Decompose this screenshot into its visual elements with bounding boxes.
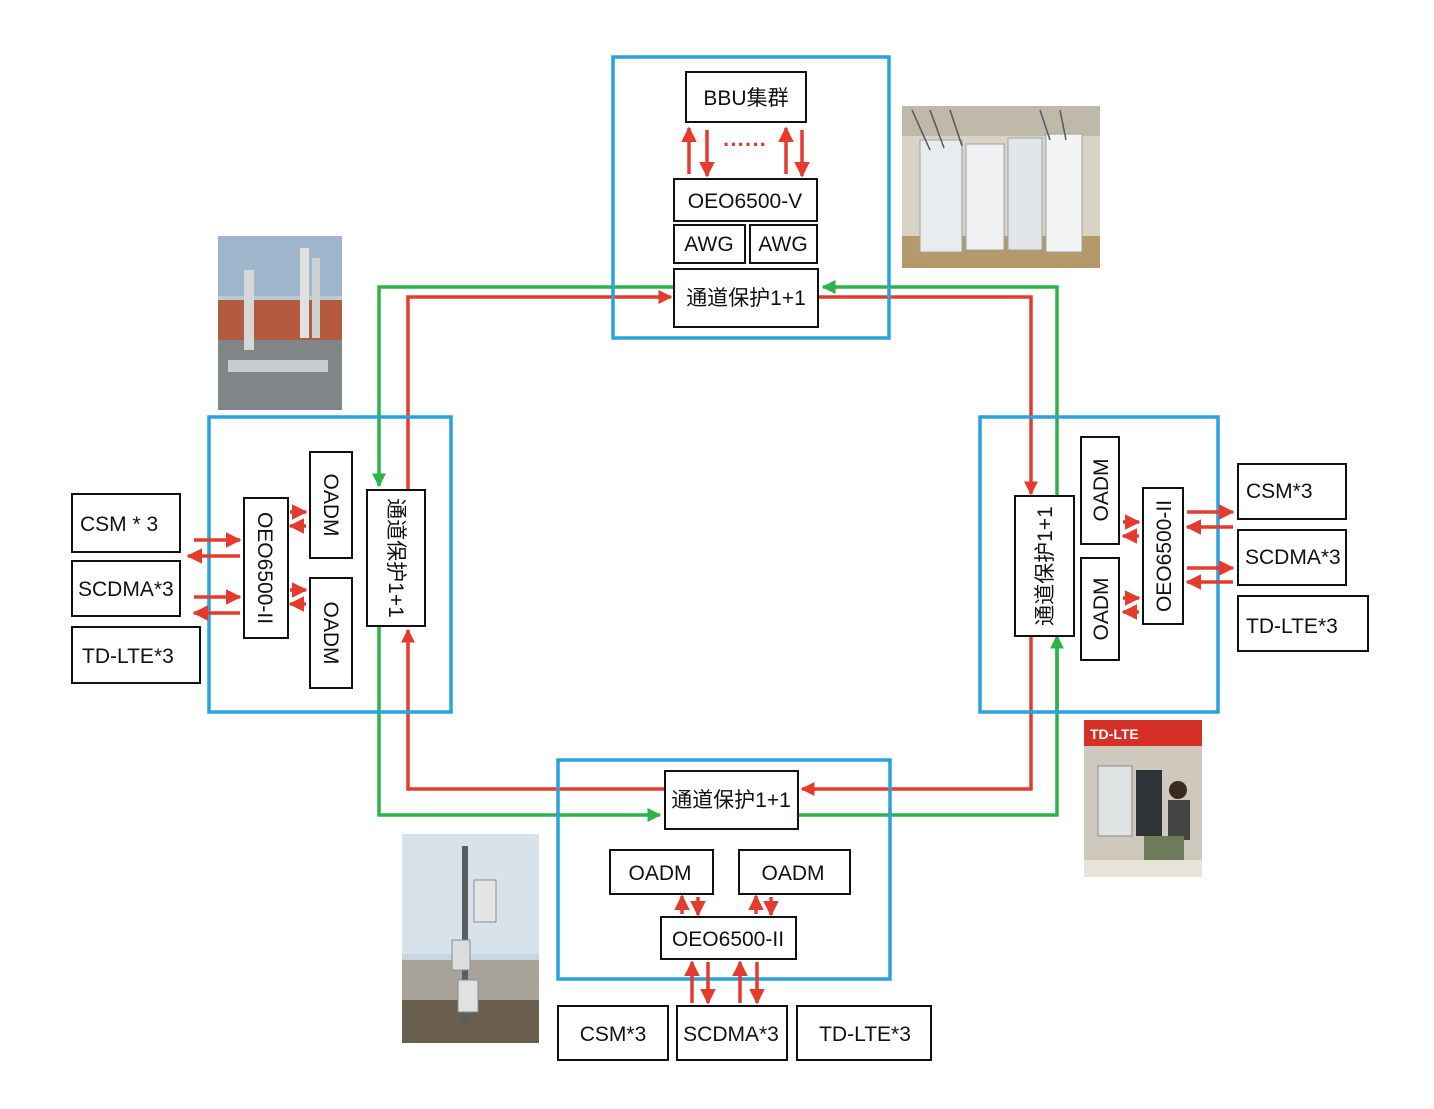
left-service-scdma-box [71,560,181,617]
left-oadm-bottom-box [309,577,353,689]
protection-ring [372,280,1064,822]
right-oadm-top-box [1080,436,1120,545]
green-path-left-bottom [377,627,662,822]
bbu-dots: ······ [723,132,767,157]
bottom-service-scdma-label: SCDMA*3 [683,1023,779,1046]
left-services: CSM * 3 SCDMA*3 TD-LTE*3 [71,493,201,684]
bottom-service-csm-label: CSM*3 [580,1023,647,1046]
right-service-csm-label: CSM*3 [1246,480,1313,503]
bottom-oadm-right-box [738,849,851,895]
bottom-service-tdlte-box [796,1005,932,1061]
left-oeo-box [243,497,289,639]
bottom-oadm-left-label: OADM [629,862,692,885]
td-lte-banner-text: TD-LTE [1090,726,1139,742]
bottom-services: CSM*3 SCDMA*3 TD-LTE*3 [557,1005,932,1061]
right-protect-box [1014,495,1075,637]
bottom-service-tdlte-label: TD-LTE*3 [819,1023,911,1046]
left-oadm-top-box [309,451,353,559]
left-internal-arrows [288,504,308,612]
red-path-bottom-left [401,628,664,791]
green-path-top-left [372,285,675,488]
bbu-arrows [681,126,810,178]
bottom-node-frame [556,758,892,981]
left-service-csm-label: CSM * 3 [80,513,158,536]
td-lte-site-photo: TD-LTE [1084,720,1202,877]
bottom-service-arrows [684,960,765,1005]
top-protect-box [673,268,819,328]
bottom-oadm-left-box [609,849,714,895]
left-service-csm-box [71,493,181,553]
left-service-arrows [186,532,242,621]
bottom-internal-arrows [674,894,779,917]
right-internal-arrows [1121,514,1141,620]
oeo6500-v-box [673,178,818,222]
left-node: OEO6500-II OADM OADM 通道保护1+1 [186,451,426,689]
right-oeo-label: OEO6500-II [1153,500,1176,612]
equipment-room-photo [902,106,1100,268]
right-oeo-box [1142,487,1184,625]
awg-right-box [749,224,818,264]
right-service-csm-box [1237,463,1347,520]
bottom-node: 通道保护1+1 OADM OADM OEO6500-II [609,770,851,1005]
working-ring [401,290,1038,796]
awg-left-box [673,224,746,264]
left-protect-label: 通道保护1+1 [384,498,407,618]
left-oadm-bottom-label: OADM [319,602,342,665]
right-services: CSM*3 SCDMA*3 TD-LTE*3 [1237,463,1369,652]
right-service-arrows [1185,504,1235,590]
top-node-frame [611,55,891,340]
bottom-oeo-box [660,916,797,960]
right-oadm-top-label: OADM [1090,459,1113,522]
right-service-scdma-box [1237,529,1347,586]
bottom-service-csm-box [557,1005,669,1061]
green-path-bottom-right [798,634,1064,817]
bottom-protect-box [664,770,799,830]
left-service-tdlte-label: TD-LTE*3 [82,645,174,668]
right-node-frame [978,415,1220,714]
right-service-scdma-label: SCDMA*3 [1245,546,1341,569]
red-path-top-right [819,295,1038,496]
red-path-left-top [406,290,673,490]
right-service-tdlte-box [1237,595,1369,652]
awg-right-label: AWG [758,233,807,256]
red-path-right-bottom [800,636,1033,796]
right-service-tdlte-label: TD-LTE*3 [1246,615,1338,638]
top-protect-label: 通道保护1+1 [686,287,806,310]
left-node-frame [207,415,453,714]
top-node: BBU集群 ······ OEO6500-V AWG AWG 通道保护1+1 [673,71,819,328]
left-service-tdlte-box [71,626,201,684]
rooftop-station-photo [218,236,342,410]
bbu-cluster-label: BBU集群 [703,87,788,110]
bottom-oadm-right-label: OADM [762,862,825,885]
bottom-service-scdma-box [676,1005,788,1061]
bbu-cluster-box [685,71,807,123]
bottom-oeo-label: OEO6500-II [672,928,784,951]
tower-site-photo [402,834,539,1043]
right-protect-label: 通道保护1+1 [1034,506,1057,626]
right-oadm-bottom-box [1080,557,1120,661]
oeo6500-v-label: OEO6500-V [688,190,802,213]
bottom-protect-label: 通道保护1+1 [671,789,791,812]
right-node: 通道保护1+1 OADM OADM OEO6500-II [1014,436,1235,661]
left-service-scdma-label: SCDMA*3 [78,578,174,601]
left-oeo-label: OEO6500-II [253,512,276,624]
right-oadm-bottom-label: OADM [1090,578,1113,641]
left-oadm-top-label: OADM [319,474,342,537]
awg-left-label: AWG [684,233,733,256]
left-protect-box [366,489,426,627]
